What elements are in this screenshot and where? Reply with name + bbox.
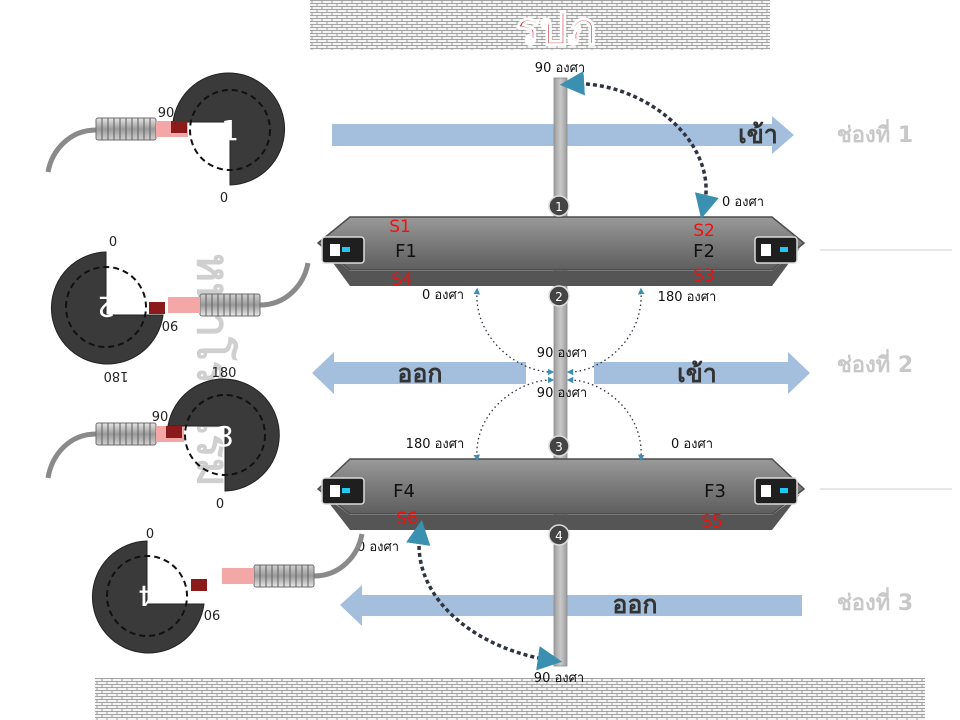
svg-text:1: 1 (555, 200, 563, 214)
island-upper: F1 F2 (316, 216, 806, 286)
gate-3-cable (45, 431, 97, 479)
lane-label-3: ช่องที่ 3 (837, 586, 913, 616)
sensor-s3: S3 (693, 266, 715, 286)
device-lower-right (754, 477, 798, 505)
lane3-out-label: ออก (612, 590, 657, 619)
top-wall (310, 0, 770, 50)
island-upper-right-label: F2 (693, 241, 715, 262)
svg-text:2: 2 (555, 290, 563, 304)
angle-label-s6: 0 องศา (357, 540, 399, 555)
gate-4-body (91, 540, 205, 654)
sensor-s1: S1 (389, 217, 411, 237)
sensor-s5: S5 (701, 512, 723, 532)
lane3-out-arrow (340, 585, 802, 626)
rotation-arc-center-upper-right (566, 287, 645, 376)
gate-3-mark-0: 0 (216, 497, 224, 512)
pole-number-1: 1 (548, 195, 570, 217)
gate-3-mark-180: 180 (212, 366, 237, 381)
angle-label-left-upper: 0 องศา (422, 288, 464, 303)
page-title: รปภ (516, 4, 597, 55)
angle-label-top: 90 องศา (535, 61, 585, 76)
angle-label-right-lower: 0 องศา (671, 437, 713, 452)
gate-2: 2 0 90 180 (50, 232, 311, 383)
angle-label-center-upper: 90 องศา (537, 346, 587, 361)
gate-1-mark-0: 0 (220, 191, 228, 206)
gate-2-arm (168, 297, 200, 313)
angle-label-right-upper: 180 องศา (658, 290, 717, 305)
gate-3-mark-90: 90 (152, 410, 169, 425)
island-lower-left-label: F4 (393, 481, 415, 502)
bottom-wall (95, 678, 925, 720)
gate-4-arm (222, 568, 254, 584)
rotation-arc-center-lower-left (473, 376, 555, 462)
lane2-out-arrow (312, 352, 526, 394)
lane2-out-label: ออก (397, 359, 442, 388)
barrier-pole (553, 77, 568, 667)
island-lower-right-label: F3 (704, 481, 726, 502)
gate-3: 3 90 180 0 (45, 366, 280, 512)
sensor-s6: S6 (396, 509, 418, 529)
pole-number-4: 4 (548, 524, 570, 546)
angle-label-bottom: 90 องศา (534, 671, 584, 686)
rotation-arc-bottom (406, 519, 563, 671)
svg-text:4: 4 (555, 529, 563, 543)
gate-4-cable (313, 533, 365, 579)
sensor-s4: S4 (391, 270, 413, 290)
lane-label-2: ช่องที่ 2 (837, 348, 913, 378)
gate-4-number: 4 (138, 579, 156, 612)
lane1-in-label: เข้า (738, 120, 778, 149)
gate-1-number: 1 (221, 114, 239, 147)
rotation-arc-top (559, 71, 719, 219)
sensor-s2: S2 (693, 221, 715, 241)
lane-label-1: ช่องที่ 1 (837, 118, 913, 148)
gate-1: 1 90 0 (45, 72, 286, 206)
svg-text:3: 3 (555, 440, 563, 454)
lane2-in-label: เข้า (677, 359, 717, 388)
angle-label-s2: 0 องศา (722, 195, 764, 210)
island-upper-left-label: F1 (395, 241, 417, 262)
gate-2-body (50, 251, 164, 365)
pole-number-2: 2 (548, 285, 570, 307)
pole-number-3: 3 (548, 435, 570, 457)
gate-1-body (172, 72, 286, 186)
angle-label-left-lower: 180 องศา (406, 437, 465, 452)
gate-2-mark-0: 0 (109, 232, 117, 247)
lane2-in-arrow (594, 352, 810, 394)
gate-1-cable (45, 127, 97, 173)
gate-2-mark-180: 180 (104, 368, 129, 383)
gate-4-mark-0: 0 (146, 524, 154, 539)
gate-2-number: 2 (97, 290, 115, 323)
gate-4: 4 0 90 (91, 524, 365, 654)
gate-2-mark-90: 90 (162, 317, 179, 332)
gate-4-mark-90: 90 (204, 606, 221, 621)
gate-3-number: 3 (216, 420, 234, 453)
gate-1-mark-90: 90 (158, 106, 175, 121)
device-upper-right (754, 236, 798, 264)
angle-label-center-lower: 90 องศา (537, 386, 587, 401)
island-lower: F4 F3 (316, 458, 806, 530)
gate-2-cable (259, 262, 311, 308)
